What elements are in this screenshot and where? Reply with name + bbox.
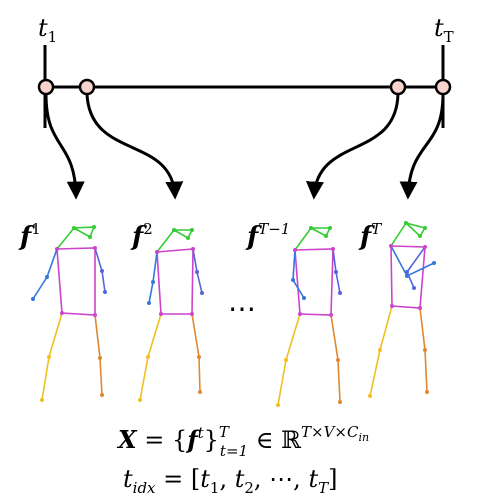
eq2-lhs-sub: idx [133, 479, 156, 497]
arrow-to-frame-2 [85, 93, 184, 200]
start-label-base: t [38, 14, 48, 42]
time-node-t-minus-1 [389, 78, 407, 96]
eq1-f-sup: t [198, 424, 205, 442]
eq1-set-sub: t=1 [220, 442, 248, 460]
frame-label-1: f1 [18, 220, 41, 252]
eq2-t1-sub: 1 [210, 479, 220, 497]
frame-t-minus-1-sup: T−1 [258, 220, 290, 238]
skeleton-frame-1 [31, 225, 107, 402]
frame-2-base: f [130, 222, 147, 252]
time-node-2 [78, 78, 96, 96]
eq2-tT-sub: T [318, 479, 329, 497]
frame-label-2: f2 [130, 220, 153, 252]
eq2-mid: , ⋯, [254, 465, 309, 493]
eq2-close: ] [328, 465, 337, 493]
eq2-t1: t [200, 465, 210, 493]
skeleton-frame-t [368, 221, 436, 398]
equation-t-idx: tidx = [t1, t2, ⋯, tT] [123, 465, 337, 497]
end-label-base: t [434, 14, 444, 42]
timeline: t1 tT [37, 14, 454, 128]
arrow-to-frame-t [399, 93, 445, 200]
frame-t-minus-1-base: f [245, 222, 262, 252]
eq2-sep1: , [219, 465, 234, 493]
eq1-close: } [204, 426, 219, 454]
eq2-t2-sub: 2 [244, 479, 254, 497]
eq1-dim-sub: in [358, 431, 369, 444]
start-label-sub: 1 [48, 28, 58, 46]
frames-ellipsis: ⋯ [228, 292, 256, 325]
frame-t-sup: T [371, 220, 382, 238]
frame-2-sup: 2 [143, 220, 153, 238]
eq1-in: ∈ ℝ [248, 426, 302, 454]
eq1-dim-sup: T×V×C [301, 423, 359, 441]
eq2-t2: t [235, 465, 245, 493]
arrow-to-frame-1 [44, 93, 85, 200]
frame-t-base: f [358, 222, 375, 252]
eq2-tT: t [308, 465, 318, 493]
time-node-1 [37, 78, 55, 96]
skeleton-frame-2 [138, 228, 204, 402]
frame-label-t-minus-1: fT−1 [245, 220, 290, 252]
arrow-to-frame-t-minus-1 [305, 93, 400, 200]
eq1-set-sup: T [219, 423, 230, 441]
eq1-lhs: X [116, 425, 138, 454]
frame-arrows [44, 93, 445, 200]
frame-1-base: f [18, 222, 35, 252]
eq1-eq: = { [137, 426, 188, 454]
time-node-t [434, 78, 452, 96]
end-label-sub: T [444, 28, 454, 46]
frame-label-t: fT [358, 220, 382, 252]
timeline-start-label: t1 [38, 14, 57, 46]
eq2-prefix: = [ [156, 465, 201, 493]
eq1-f: f [185, 425, 201, 454]
frame-1-sup: 1 [31, 220, 41, 238]
timeline-end-label: tT [434, 14, 454, 46]
skeleton-frame-t-minus-1 [276, 226, 342, 407]
eq2-lhs: t [123, 465, 133, 493]
